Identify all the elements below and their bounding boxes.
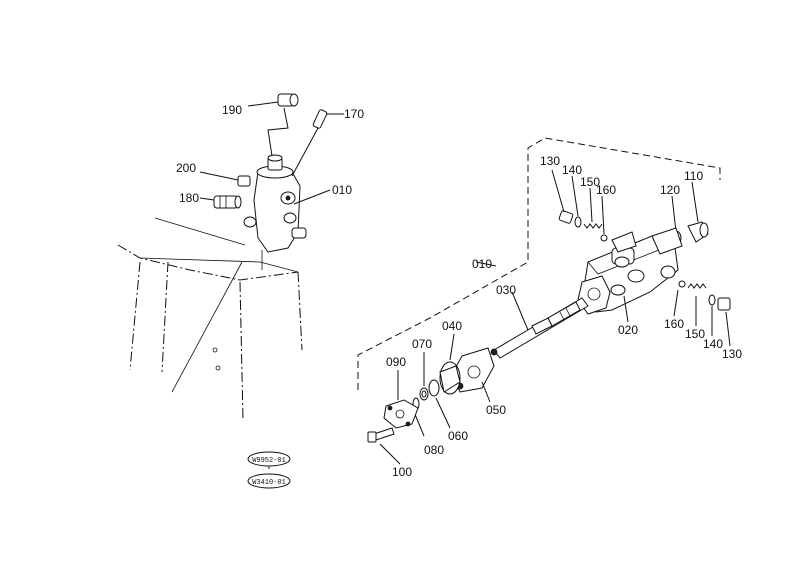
stamp-bottom-outline <box>247 473 291 489</box>
part-labels: 190 170 200 010 180 130 140 150 160 120 … <box>176 103 742 479</box>
exploded-boundary <box>357 137 721 390</box>
spool-shaft <box>493 291 589 359</box>
part-label-150-bottom: 150 <box>685 327 705 341</box>
part-label-070: 070 <box>412 337 432 351</box>
part-label-140-bottom: 140 <box>703 337 723 351</box>
part-label-100: 100 <box>392 465 412 479</box>
part-label-060: 060 <box>448 429 468 443</box>
part-label-020: 020 <box>618 323 638 337</box>
part-label-140-top: 140 <box>562 163 582 177</box>
part-label-050: 050 <box>486 403 506 417</box>
part-label-090: 090 <box>386 355 406 369</box>
part-label-010-right: 010 <box>472 257 492 271</box>
part-label-120: 120 <box>660 183 680 197</box>
part-label-110: 110 <box>684 169 703 183</box>
tractor-body-outline <box>117 217 303 421</box>
seals <box>412 352 451 437</box>
valve-assembly-left <box>199 93 344 253</box>
part-label-040: 040 <box>442 319 462 333</box>
stamp-bottom-text: W3410-01 <box>252 479 286 487</box>
cover-090 <box>383 370 419 429</box>
part-label-130-bottom: 130 <box>722 347 742 361</box>
cylinder-040 <box>439 333 461 395</box>
stamp-separator: * <box>267 467 271 475</box>
fittings-upper-left-chain <box>551 169 637 253</box>
fittings-upper-right <box>651 181 709 255</box>
part-label-190: 190 <box>222 103 242 117</box>
fittings-lower-right-chain <box>673 280 731 347</box>
serial-stamps: W9952-01 * W3410-01 <box>247 451 291 489</box>
stamp-top-text: W9952-01 <box>252 457 286 465</box>
leader-010-right <box>475 261 497 267</box>
part-label-030: 030 <box>496 283 516 297</box>
part-label-150-top: 150 <box>580 175 600 189</box>
part-label-170: 170 <box>344 107 364 121</box>
part-label-160-top: 160 <box>596 183 616 197</box>
stamp-top-outline <box>247 451 291 467</box>
part-label-010-left: 010 <box>332 183 352 197</box>
part-label-200: 200 <box>176 161 196 175</box>
part-label-080: 080 <box>424 443 444 457</box>
part-label-160-bottom: 160 <box>664 317 684 331</box>
bolt-100 <box>367 427 401 465</box>
part-label-130-top: 130 <box>540 154 560 168</box>
part-label-180: 180 <box>179 191 199 205</box>
